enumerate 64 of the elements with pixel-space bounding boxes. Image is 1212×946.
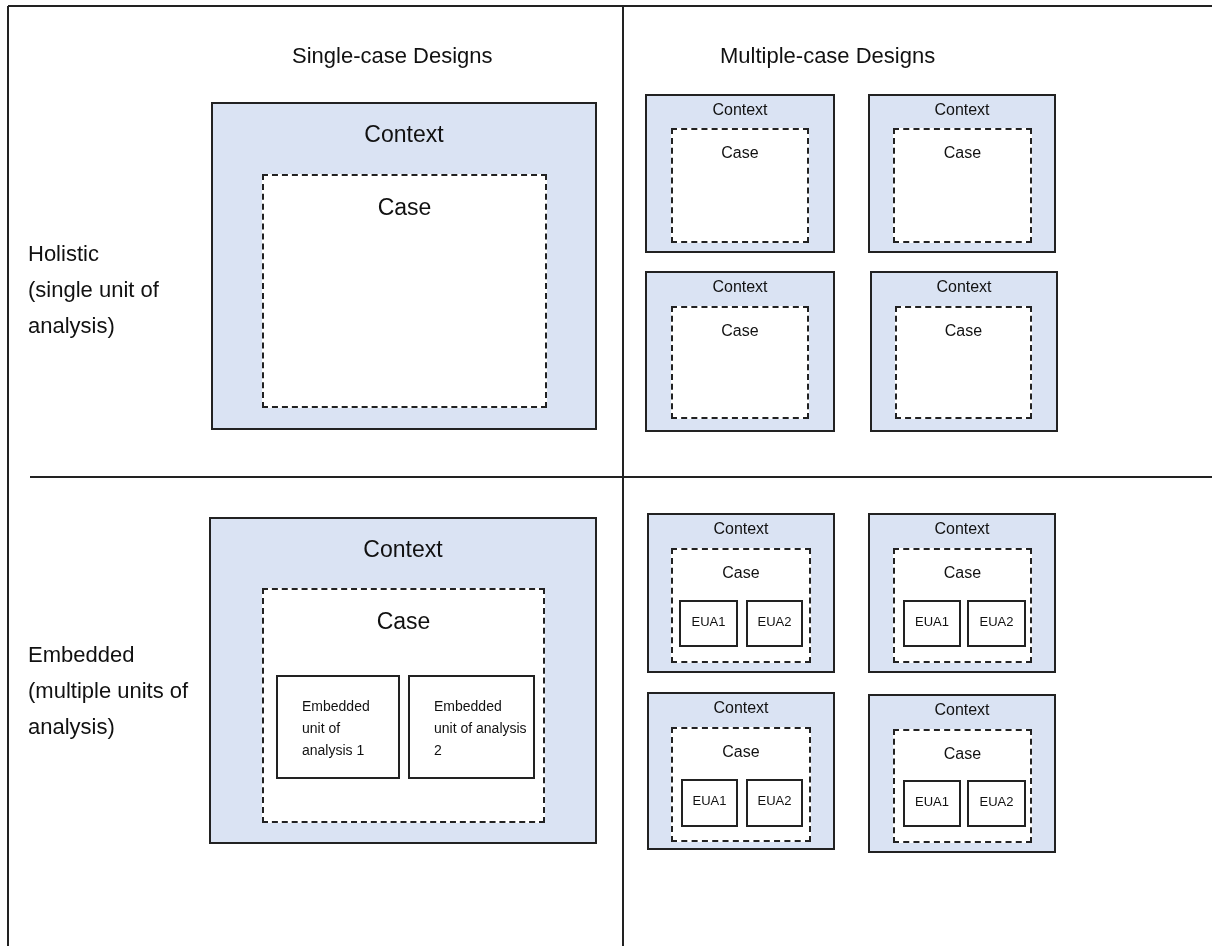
unit-box xyxy=(967,780,1026,827)
context-label: Context xyxy=(711,278,769,296)
case-box xyxy=(671,727,811,842)
row-heading: Holistic (single unit of analysis) xyxy=(28,240,160,340)
unit-label: EUA1 xyxy=(691,793,728,808)
case-label: Case xyxy=(721,743,761,761)
context-label: Context xyxy=(935,278,993,296)
case-label: Case xyxy=(376,194,433,221)
context-box xyxy=(645,271,835,432)
case-box xyxy=(262,588,545,823)
row-heading: Embedded (multiple units of analysis) xyxy=(28,641,190,741)
unit-label: EUA1 xyxy=(914,794,950,809)
case-label: Case xyxy=(721,564,761,582)
context-label: Context xyxy=(933,520,991,538)
context-label: Context xyxy=(362,536,444,563)
context-label: Context xyxy=(363,121,445,148)
case-box xyxy=(671,128,809,243)
case-label: Case xyxy=(942,564,983,582)
unit-box xyxy=(903,600,961,647)
case-box xyxy=(671,306,809,419)
unit-label: EUA2 xyxy=(756,793,793,808)
context-box xyxy=(868,694,1056,853)
unit-box xyxy=(967,600,1026,647)
case-label: Case xyxy=(720,144,760,162)
column-heading: Single-case Designs xyxy=(292,42,493,70)
unit-box xyxy=(276,675,400,779)
unit-label: EUA2 xyxy=(978,614,1015,629)
case-box xyxy=(893,548,1032,663)
unit-label: EUA2 xyxy=(978,794,1015,809)
case-box xyxy=(893,128,1032,243)
unit-box xyxy=(903,780,961,827)
context-label: Context xyxy=(933,701,991,719)
unit-box xyxy=(408,675,535,779)
context-label: Context xyxy=(712,699,770,717)
context-label: Context xyxy=(711,101,769,119)
context-box xyxy=(211,102,597,430)
context-label: Context xyxy=(712,520,770,538)
case-label: Case xyxy=(720,322,760,340)
unit-label: EUA1 xyxy=(914,614,950,629)
case-box xyxy=(895,306,1032,419)
context-box xyxy=(645,94,835,253)
case-box xyxy=(893,729,1032,843)
case-label: Case xyxy=(375,608,432,635)
context-box xyxy=(868,513,1056,673)
unit-label: EUA1 xyxy=(690,614,727,629)
case-label: Case xyxy=(942,144,983,162)
unit-box xyxy=(679,600,738,647)
unit-label: EUA2 xyxy=(756,614,793,629)
column-heading: Multiple-case Designs xyxy=(720,42,936,70)
case-box xyxy=(262,174,547,408)
context-box xyxy=(647,692,835,850)
unit-label: Embedded unit of analysis 1 xyxy=(302,697,371,760)
context-box xyxy=(870,271,1058,432)
context-box xyxy=(209,517,597,844)
context-box xyxy=(868,94,1056,253)
unit-label: Embedded unit of analysis 2 xyxy=(434,697,527,760)
case-label: Case xyxy=(943,322,984,340)
unit-box xyxy=(746,779,803,827)
context-label: Context xyxy=(933,101,991,119)
unit-box xyxy=(746,600,803,647)
case-label: Case xyxy=(942,745,983,763)
case-box xyxy=(671,548,811,663)
unit-box xyxy=(681,779,738,827)
context-box xyxy=(647,513,835,673)
